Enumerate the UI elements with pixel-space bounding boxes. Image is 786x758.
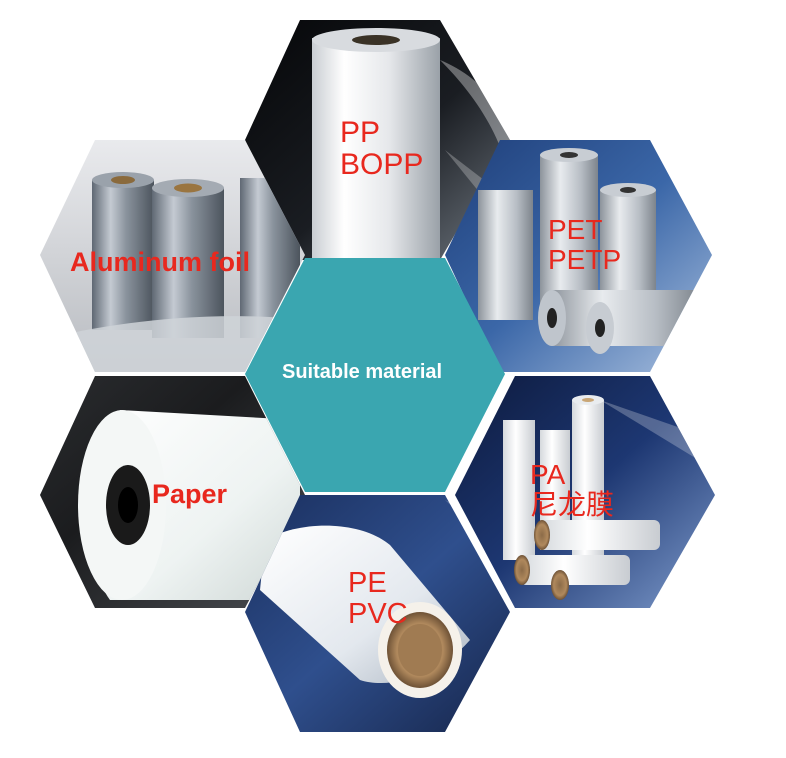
label-line: Paper [152, 479, 228, 509]
tile-pe-pvc [245, 495, 510, 732]
center-hexagon [245, 258, 505, 492]
label-line: PA [530, 459, 566, 490]
label-line: PET [548, 214, 603, 245]
label-line: PETP [548, 244, 622, 276]
label-pp-bopp: PP BOPP [340, 116, 424, 182]
label-line: PE [348, 567, 387, 599]
tile-pp-bopp [245, 20, 510, 260]
label-line: PP [340, 116, 381, 149]
tile-aluminum-foil [40, 140, 305, 372]
label-pe-pvc: PE PVC [348, 567, 408, 631]
label-line: PVC [348, 598, 408, 631]
label-pet-petp: PET PETP [548, 214, 622, 276]
tile-pa [455, 376, 715, 608]
center-label: Suitable material [282, 361, 443, 383]
tile-pet-petp [445, 140, 712, 372]
tile-paper [40, 376, 305, 608]
label-line: Aluminum foil [70, 247, 250, 277]
label-line: 尼龙膜 [530, 489, 615, 521]
label-paper: Paper [152, 479, 228, 509]
label-line: BOPP [340, 148, 424, 182]
label-aluminum-foil: Aluminum foil [70, 247, 250, 277]
label-pa: PA 尼龙膜 [530, 459, 615, 521]
